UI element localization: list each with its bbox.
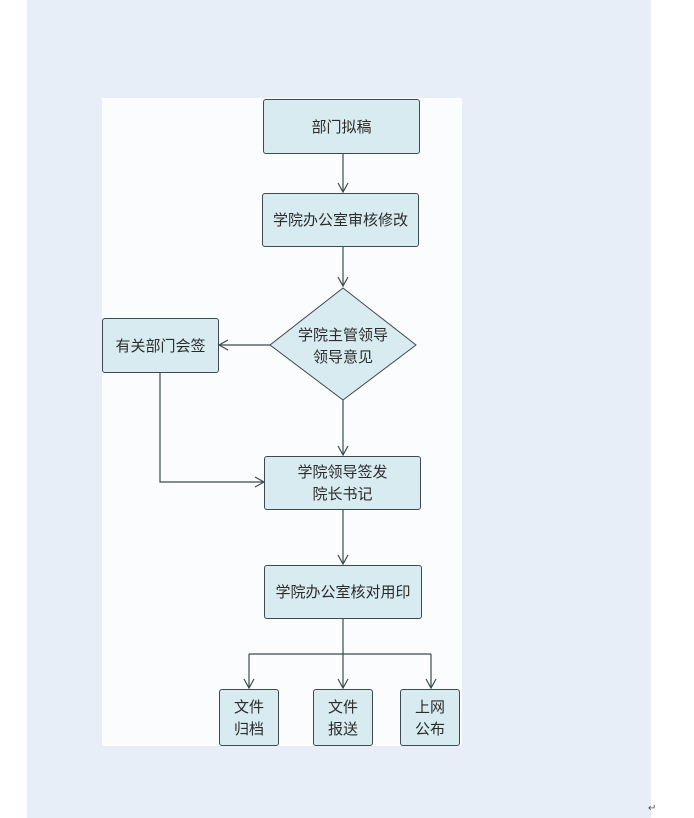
node-office-review: 学院办公室审核修改 xyxy=(262,193,419,247)
node-publish: 上网 公布 xyxy=(400,689,460,746)
paragraph-return-mark: ↵ xyxy=(648,803,657,814)
node-submit: 文件 报送 xyxy=(313,689,373,746)
edge-countersign-to-leader-sign xyxy=(159,373,266,488)
node-office-review-label: 学院办公室审核修改 xyxy=(272,211,408,229)
node-countersign: 有关部门会签 xyxy=(102,318,219,373)
node-office-check-label: 学院办公室核对用印 xyxy=(275,583,411,601)
node-leader-sign: 学院领导签发 院长书记 xyxy=(264,456,421,510)
node-countersign-label: 有关部门会签 xyxy=(115,336,206,355)
node-draft: 部门拟稿 xyxy=(263,99,420,154)
node-submit-label: 文件 报送 xyxy=(327,697,358,738)
node-leader-sign-label: 学院领导签发 院长书记 xyxy=(297,463,388,503)
node-supervisor-label: 学院主管领导 领导意见 xyxy=(297,326,388,366)
node-draft-label: 部门拟稿 xyxy=(311,117,372,136)
node-supervisor: 学院主管领导 领导意见 xyxy=(280,318,406,374)
node-archive-label: 文件 归档 xyxy=(233,697,264,738)
node-archive: 文件 归档 xyxy=(219,689,279,746)
node-publish-label: 上网 公布 xyxy=(414,697,445,738)
node-office-check: 学院办公室核对用印 xyxy=(264,565,422,619)
